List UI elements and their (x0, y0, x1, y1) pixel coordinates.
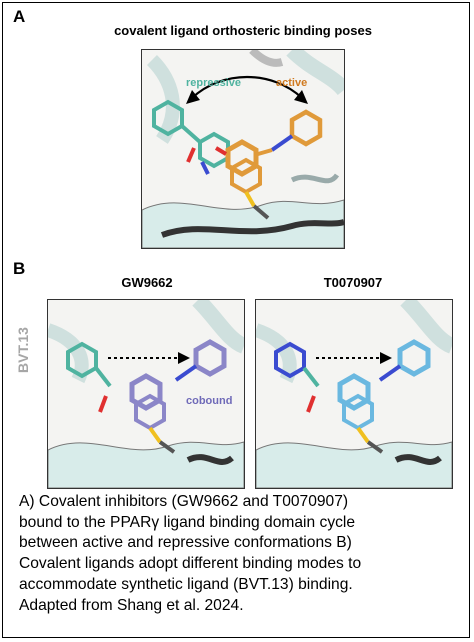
caption-line: accommodate synthetic ligand (BVT.13) bi… (19, 575, 353, 593)
bvt13-side-label: BVT.13 (15, 327, 31, 373)
figure-caption: A) Covalent inhibitors (GW9662 and T0070… (19, 492, 459, 616)
caption-line: Adapted from Shang et al. 2024. (19, 596, 244, 614)
panel-b-right-structure-image (255, 299, 453, 489)
panel-b-left-title: GW9662 (121, 275, 173, 290)
t0070907-cobound-render (256, 300, 452, 488)
label-repressive: repressive (186, 77, 241, 89)
caption-line: A) Covalent inhibitors (GW9662 and T0070… (19, 493, 349, 510)
panel-a-structure-image: repressive active (141, 49, 345, 249)
caption-line: bound to the PPARγ ligand binding domain… (19, 513, 356, 531)
panel-a-letter: A (13, 7, 26, 26)
panel-b-right-title: T0070907 (323, 275, 383, 290)
panel-a-title: covalent ligand orthosteric binding pose… (114, 23, 372, 38)
label-active: active (276, 77, 307, 89)
caption-line: between active and repressive conformati… (19, 534, 352, 552)
gw9662-cobound-render: cobound (48, 300, 244, 488)
panel-b-left-structure-image: cobound (47, 299, 245, 489)
figure-frame: A covalent ligand orthosteric binding po… (2, 2, 470, 638)
label-cobound: cobound (186, 395, 232, 407)
binding-pose-render: repressive active (142, 50, 344, 248)
caption-line: Covalent ligands adopt different binding… (19, 555, 362, 573)
panel-b-letter: B (13, 259, 26, 278)
